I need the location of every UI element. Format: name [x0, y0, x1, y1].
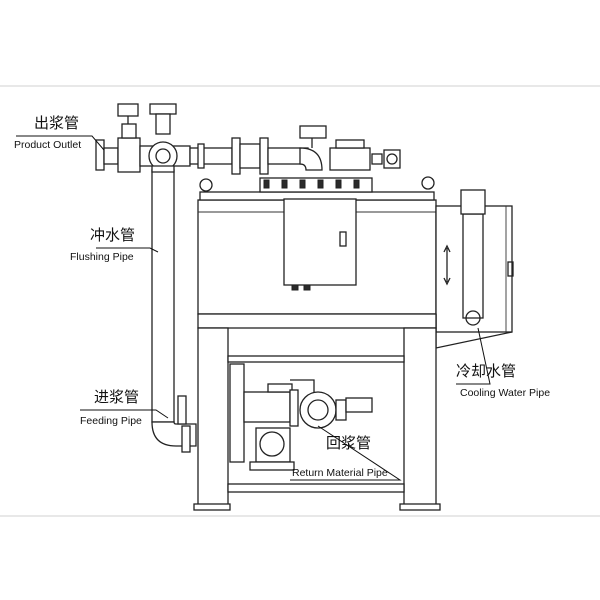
- label-cooling-water-pipe: 冷却水管 Cooling Water Pipe: [456, 362, 550, 399]
- label-feeding-pipe: 进浆管 Feeding Pipe: [80, 388, 142, 427]
- label-cooling-water-pipe-en: Cooling Water Pipe: [460, 387, 550, 399]
- label-feeding-pipe-en: Feeding Pipe: [80, 415, 142, 427]
- frame-lines: [0, 85, 600, 517]
- label-product-outlet: 出浆管 Product Outlet: [14, 114, 81, 151]
- flushing-pipe-drawing: [151, 169, 197, 453]
- leader-lines: [16, 135, 491, 481]
- label-flushing-pipe: 冲水管 Flushing Pipe: [70, 226, 135, 263]
- lower-valve-drawing: [229, 363, 373, 471]
- label-return-material-pipe: 回浆管 Return Material Pipe: [292, 434, 388, 479]
- lid-bolts: [263, 179, 360, 189]
- label-product-outlet-cn: 出浆管: [34, 114, 79, 132]
- support-frame: [193, 313, 441, 511]
- label-flushing-pipe-cn: 冲水管: [90, 226, 135, 244]
- label-product-outlet-en: Product Outlet: [14, 139, 81, 151]
- machine-body: [197, 176, 514, 349]
- label-return-material-pipe-en: Return Material Pipe: [292, 467, 388, 479]
- product-outlet-drawing: [95, 103, 401, 175]
- label-feeding-pipe-cn: 进浆管: [94, 388, 139, 406]
- label-cooling-water-pipe-cn: 冷却水管: [456, 362, 516, 380]
- label-flushing-pipe-en: Flushing Pipe: [70, 251, 134, 263]
- label-return-material-pipe-cn: 回浆管: [326, 434, 371, 452]
